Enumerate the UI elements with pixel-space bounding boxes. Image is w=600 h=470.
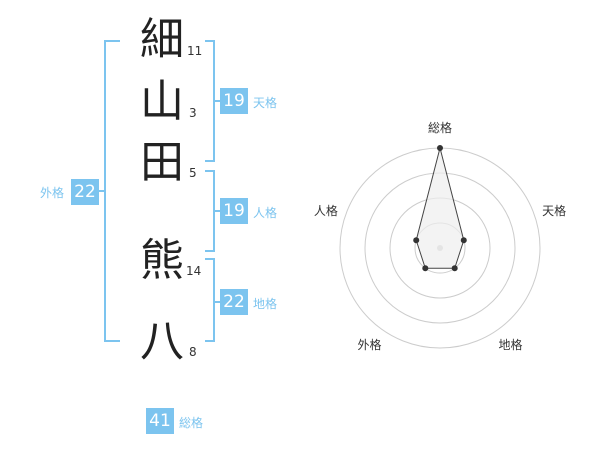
radar-axis-label-1: 総格 bbox=[428, 120, 452, 135]
gaikaku-connector bbox=[98, 190, 106, 192]
jinkaku-value: 19 bbox=[220, 198, 248, 224]
chikaku-value: 22 bbox=[220, 289, 248, 315]
radar-point-2 bbox=[460, 237, 467, 244]
chikaku-bracket bbox=[205, 258, 215, 342]
stroke-count-3: 5 bbox=[189, 166, 197, 180]
radar-polygon bbox=[415, 147, 465, 269]
chikaku-label: 地格 bbox=[253, 297, 278, 311]
soukaku-value: 41 bbox=[146, 408, 174, 434]
name-char-1: 細 bbox=[140, 14, 184, 65]
radar-axis-label-3: 地格 bbox=[499, 337, 523, 352]
radar-point-5 bbox=[413, 237, 420, 244]
radar-point-4 bbox=[422, 265, 429, 272]
radar-axis-label-5: 人格 bbox=[314, 203, 338, 218]
stroke-count-1: 11 bbox=[187, 44, 203, 58]
radar-axis-label-2: 天格 bbox=[542, 203, 566, 218]
tenkaku-label: 天格 bbox=[253, 96, 278, 110]
name-char-5: 八 bbox=[140, 316, 184, 367]
soukaku-label: 総格 bbox=[179, 416, 204, 430]
jinkaku-connector bbox=[213, 210, 221, 212]
jinkaku-label: 人格 bbox=[253, 206, 278, 220]
name-char-2: 山 bbox=[140, 76, 184, 127]
radar-point-3 bbox=[451, 265, 458, 272]
radar-shape bbox=[413, 145, 467, 272]
radar-point-1 bbox=[437, 145, 443, 151]
gaikaku-label: 外格 bbox=[40, 186, 65, 200]
name-char-4: 熊 bbox=[140, 235, 184, 286]
gaikaku-bracket bbox=[104, 40, 120, 342]
gaikaku-value: 22 bbox=[71, 179, 99, 205]
radar-axis-label-4: 外格 bbox=[357, 337, 381, 352]
name-char-3: 田 bbox=[140, 137, 184, 188]
stroke-count-5: 8 bbox=[189, 345, 197, 359]
stroke-count-2: 3 bbox=[189, 106, 197, 120]
tenkaku-connector bbox=[213, 100, 221, 102]
tenkaku-value: 19 bbox=[220, 88, 248, 114]
stroke-count-4: 14 bbox=[186, 264, 202, 278]
chikaku-connector bbox=[213, 301, 221, 303]
